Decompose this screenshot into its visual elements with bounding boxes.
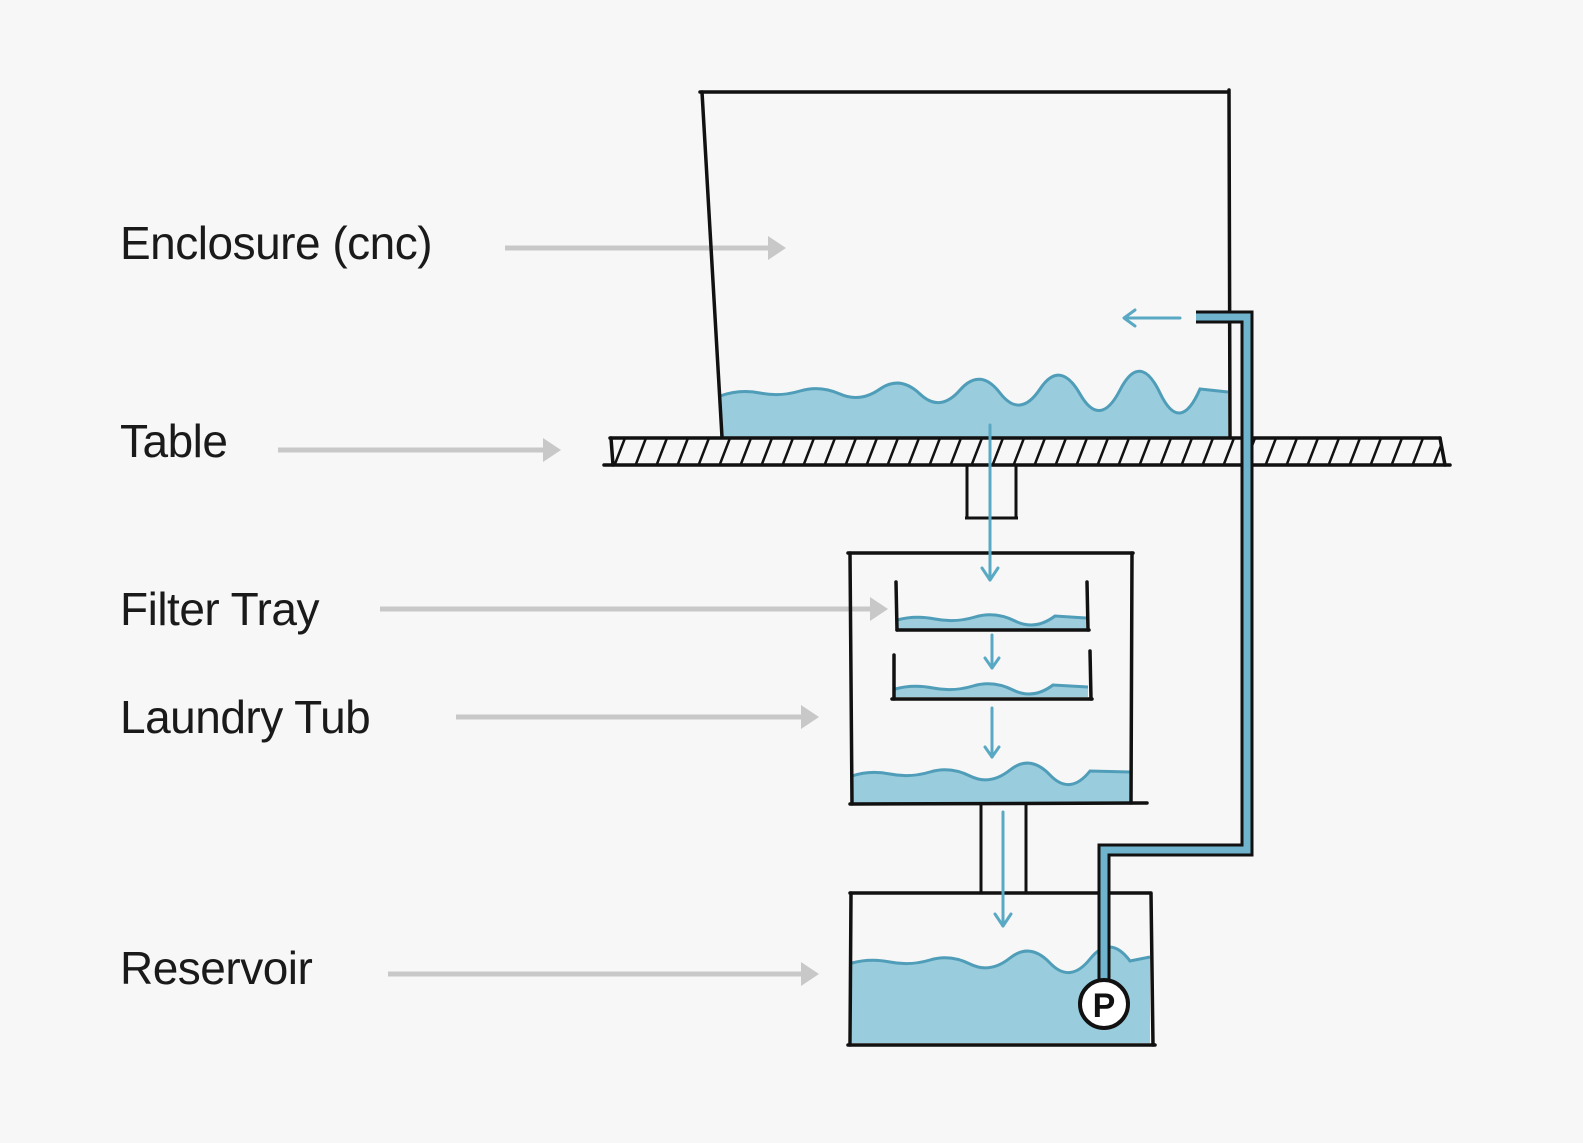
label-filter-tray: Filter Tray — [120, 583, 319, 635]
pump-label: P — [1093, 987, 1116, 1025]
label-table: Table — [120, 415, 228, 467]
pointer-arrow-enclosure — [505, 236, 786, 260]
pointer-arrow-filter-tray — [380, 597, 888, 621]
label-reservoir: Reservoir — [120, 942, 313, 994]
flow-arrow-tub-to-reservoir — [993, 810, 1013, 928]
pump-icon: P — [1078, 978, 1130, 1030]
pointer-arrow-table — [278, 438, 561, 462]
tub-to-reservoir-pipe — [979, 804, 1028, 892]
pointer-arrow-reservoir — [388, 962, 819, 986]
return-pipe — [1097, 310, 1254, 1000]
filter-tray-upper — [894, 580, 1091, 632]
enclosure-water — [719, 369, 1229, 437]
flow-arrow-drain — [980, 423, 1000, 582]
filter-tray-lower — [890, 649, 1094, 701]
table-surface — [602, 436, 1452, 467]
reservoir-water — [851, 945, 1151, 1043]
enclosure-box — [698, 88, 1232, 439]
laundry-tub-water — [851, 761, 1131, 803]
flow-arrow-return-outlet — [1122, 308, 1182, 328]
label-laundry-tub: Laundry Tub — [120, 691, 371, 743]
pointer-arrow-laundry-tub — [456, 705, 819, 729]
flow-arrows — [980, 308, 1182, 928]
flow-arrow-tray-to-tub — [983, 706, 1001, 759]
label-enclosure: Enclosure (cnc) — [120, 217, 433, 269]
flow-arrow-tray-to-tray — [983, 633, 1001, 670]
